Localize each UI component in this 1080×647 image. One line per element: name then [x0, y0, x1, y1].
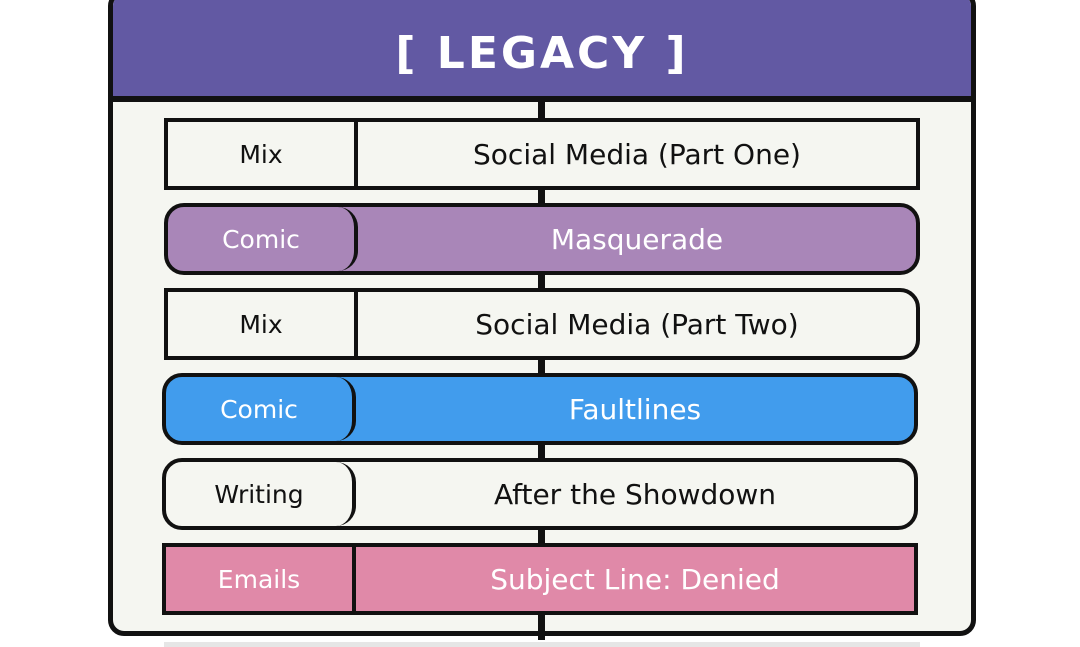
- list-item-subject-line-denied[interactable]: Emails Subject Line: Denied: [162, 543, 918, 615]
- item-type-label: Comic: [166, 377, 356, 441]
- page-title: [ LEGACY ]: [395, 28, 689, 79]
- item-type-label: Writing: [166, 462, 356, 526]
- item-title-label: After the Showdown: [493, 477, 777, 511]
- list-item-masquerade[interactable]: Comic Masquerade: [164, 203, 920, 275]
- item-type-label: Mix: [168, 292, 358, 356]
- bottom-divider: [164, 642, 920, 647]
- list-item-social-media-part-one[interactable]: Mix Social Media (Part One): [164, 118, 920, 190]
- list-item-after-the-showdown[interactable]: Writing After the Showdown: [162, 458, 918, 530]
- item-title-label: Masquerade: [550, 222, 724, 256]
- timeline-spine: [538, 100, 545, 640]
- item-type-label: Emails: [166, 547, 356, 611]
- list-item-faultlines[interactable]: Comic Faultlines: [162, 373, 918, 445]
- item-title-label: Faultlines: [568, 392, 702, 426]
- item-title-label: Social Media (Part One): [473, 137, 801, 171]
- item-title-label: Social Media (Part Two): [475, 307, 799, 341]
- item-title-label: Subject Line: Denied: [490, 562, 780, 596]
- list-item-social-media-part-two[interactable]: Mix Social Media (Part Two): [164, 288, 920, 360]
- header-banner: [ LEGACY ]: [113, 0, 971, 102]
- item-type-label: Mix: [168, 122, 358, 186]
- item-type-label: Comic: [168, 207, 358, 271]
